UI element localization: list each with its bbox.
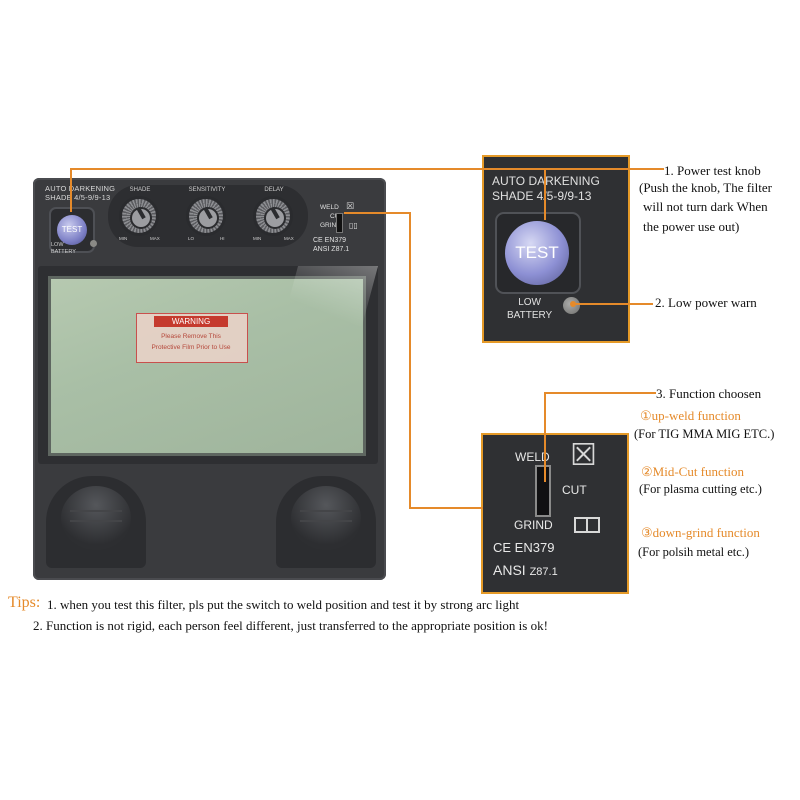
cert-labels-small: CE EN379 ANSI Z87.1 <box>313 236 349 254</box>
low-label: LOW <box>51 242 64 248</box>
closeup-low-battery: LOW BATTERY <box>507 296 552 322</box>
annotation-power-test-line3: the power use out) <box>643 219 740 234</box>
connector-line <box>544 392 656 394</box>
delay-max: MAX <box>284 236 294 241</box>
tip-line-2: 2. Function is not rigid, each person fe… <box>33 618 548 633</box>
grind-label-small: GRIND <box>320 222 341 229</box>
closeup-low: LOW <box>518 297 541 308</box>
ansi-label-small: ANSI <box>313 246 330 253</box>
lens-viewing-window <box>48 276 366 456</box>
unit-brand: AUTO DARKENING SHADE 4/5-9/9-13 <box>45 184 115 202</box>
function-switch-slot[interactable] <box>535 465 551 517</box>
test-button-label: TEST <box>57 215 87 245</box>
annotation-function: 3. Function choosen <box>656 386 762 401</box>
tips-label: Tips: <box>8 594 41 611</box>
battery-label: BATTERY <box>51 249 76 255</box>
function-cut-desc: (For plasma cutting etc.) <box>639 482 762 496</box>
knob-label-delay-overlay: DELAY <box>264 187 284 193</box>
function-switch-small[interactable] <box>336 213 343 233</box>
connector-line <box>544 392 546 482</box>
ear-cover-icon[interactable] <box>291 486 361 550</box>
cover-ridge <box>300 510 352 512</box>
closeup-ansi-code: Z87.1 <box>529 566 558 578</box>
closeup-cut-label: CUT <box>562 483 587 497</box>
connector-line <box>409 507 483 509</box>
function-cut-title: ②Mid-Cut function <box>641 464 745 479</box>
function-grind-title: ③down-grind function <box>641 525 760 540</box>
connector-line <box>573 303 653 305</box>
en-label-small: EN379 <box>324 237 347 244</box>
sensitivity-lo: LO <box>188 236 195 241</box>
warning-line-2: Protective Film Prior to Use <box>151 344 231 351</box>
closeup-cert-en: CE EN379 <box>493 540 554 555</box>
closeup-brand-shade: SHADE 4/5-9/9-13 <box>492 189 592 203</box>
warning-line-1: Please Remove This <box>161 333 221 340</box>
ansi-code-small: Z87.1 <box>331 246 350 253</box>
closeup-grind-label: GRIND <box>514 518 553 532</box>
closeup-battery: BATTERY <box>507 310 553 321</box>
closeup-weld-label: WELD <box>515 450 550 464</box>
test-button-small[interactable]: TEST <box>49 207 95 253</box>
delay-min: MIN <box>253 236 262 241</box>
unit-brand-shade: SHADE 4/5-9/9-13 <box>45 193 111 202</box>
connector-line <box>70 168 72 212</box>
ce-mark: CE <box>493 540 515 555</box>
cover-ridge <box>70 520 122 522</box>
knob-label-shade-overlay: SHADE <box>129 187 151 193</box>
tip-line-1: 1. when you test this filter, pls put th… <box>47 597 520 612</box>
closeup-en: EN379 <box>514 540 555 555</box>
function-weld-desc: (For TIG MMA MIG ETC.) <box>634 427 775 441</box>
annotation-power-test-line2: will not turn dark When <box>643 199 768 214</box>
ear-cover-icon[interactable] <box>61 486 131 550</box>
book-icon: ▯▯ <box>349 221 358 230</box>
book-icon <box>574 517 600 533</box>
warning-text: Please Remove This Protective Film Prior… <box>138 331 244 353</box>
annotation-low-power: 2. Low power warn <box>655 295 757 310</box>
shade-knob-icon[interactable] <box>119 196 159 236</box>
crossed-bin-icon: ☒ <box>570 439 597 472</box>
shade-min: MIN <box>119 236 128 241</box>
knob-label-sensitivity-overlay: SENSITIVITY <box>188 187 226 193</box>
closeup-ansi: ANSI <box>493 562 526 578</box>
closeup-cert-ansi: ANSI Z87.1 <box>493 562 558 578</box>
crossed-bin-icon: ☒ <box>346 201 355 211</box>
connector-dot <box>570 301 576 307</box>
warning-title: WARNING <box>154 316 228 327</box>
cover-ridge <box>300 520 352 522</box>
connector-line <box>544 168 546 220</box>
unit-brand-title: AUTO DARKENING <box>45 184 116 193</box>
function-grind-desc: (For polsih metal etc.) <box>638 545 750 559</box>
connector-line <box>409 212 411 508</box>
connector-line <box>344 212 410 214</box>
delay-knob-icon[interactable] <box>253 196 293 236</box>
test-button-icon[interactable]: TEST <box>505 221 569 285</box>
ce-mark: CE <box>313 237 325 244</box>
sensitivity-hi: HI <box>220 236 225 241</box>
protective-film-shine <box>281 266 379 326</box>
weld-label-small: WELD <box>320 204 339 211</box>
shade-max: MAX <box>150 236 160 241</box>
function-weld-title: ①up-weld function <box>640 408 741 423</box>
led-icon <box>90 240 97 247</box>
cover-ridge <box>70 510 122 512</box>
annotation-power-test-line1: (Push the knob, The filter <box>639 180 772 195</box>
low-battery-label-small: LOW BATTERY <box>51 242 76 256</box>
function-switch-closeup <box>481 433 629 594</box>
sensitivity-knob-icon[interactable] <box>186 196 226 236</box>
connector-line <box>70 168 664 170</box>
annotation-power-test-title: 1. Power test knob <box>664 163 761 178</box>
